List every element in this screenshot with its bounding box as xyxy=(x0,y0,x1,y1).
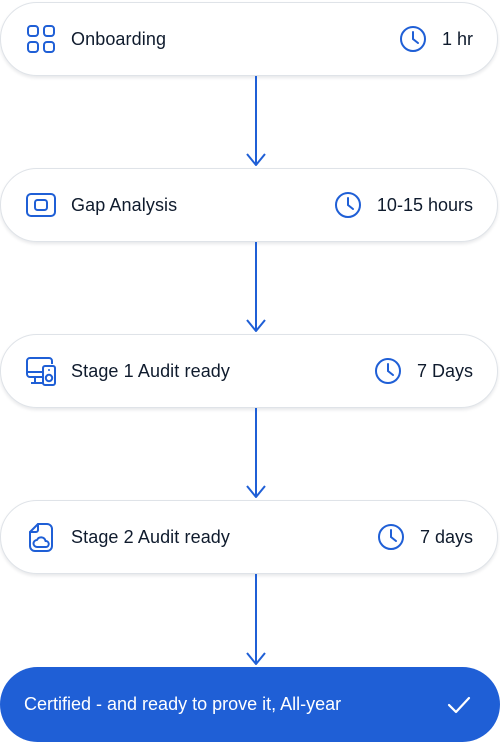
clock-icon xyxy=(373,356,403,386)
step-duration: 1 hr xyxy=(441,28,473,49)
check-icon xyxy=(446,692,472,718)
cloud-file-icon xyxy=(25,521,57,553)
arrow-down-icon xyxy=(246,76,266,166)
final-label: Certified - and ready to prove it, All-y… xyxy=(24,694,342,714)
monitor-speaker-icon xyxy=(25,355,57,387)
clock-icon xyxy=(398,24,428,54)
step-title: Stage 1 Audit ready xyxy=(71,360,231,381)
clock-icon xyxy=(333,190,363,220)
step-stage-2-audit: Stage 2 Audit ready 7 days xyxy=(0,500,498,574)
step-stage-1-audit: Stage 1 Audit ready 7 Days xyxy=(0,334,498,408)
clock-icon xyxy=(376,522,406,552)
step-gap-analysis: Gap Analysis 10-15 hours xyxy=(0,168,498,242)
step-title: Onboarding xyxy=(71,28,167,49)
step-title: Stage 2 Audit ready xyxy=(71,526,231,547)
arrow-down-icon xyxy=(246,408,266,498)
arrow-down-icon xyxy=(246,574,266,665)
final-certified-banner: Certified - and ready to prove it, All-y… xyxy=(0,667,500,742)
arrow-down-icon xyxy=(246,242,266,332)
grid-icon xyxy=(25,23,57,55)
step-onboarding: Onboarding 1 hr xyxy=(0,2,498,76)
screen-icon xyxy=(25,189,57,221)
step-title: Gap Analysis xyxy=(71,194,178,215)
step-duration: 7 Days xyxy=(416,360,473,381)
step-duration: 10-15 hours xyxy=(376,194,473,215)
step-duration: 7 days xyxy=(419,526,473,547)
